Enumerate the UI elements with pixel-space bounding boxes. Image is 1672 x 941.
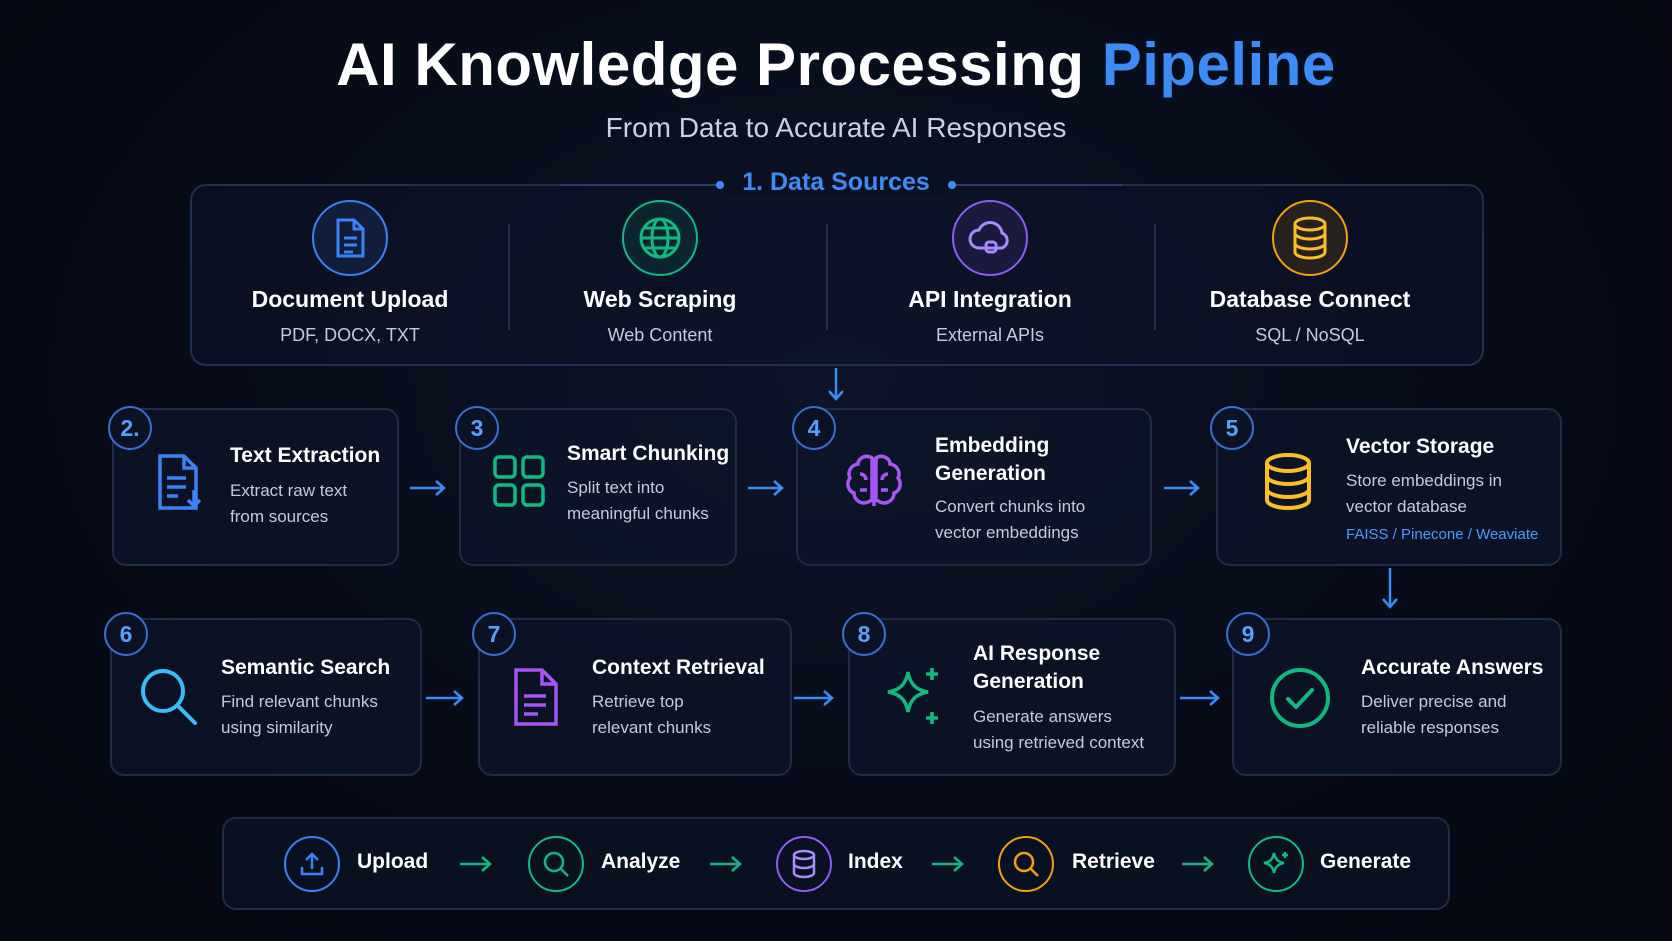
label-dot-left xyxy=(716,181,724,189)
step-number: 6 xyxy=(104,612,148,656)
source-desc: External APIs xyxy=(935,325,1045,345)
step-title: Text Extraction xyxy=(230,444,381,467)
arrow-right-icon xyxy=(1182,856,1214,872)
source-name: Document Upload xyxy=(251,286,449,312)
step-title: Accurate Answers xyxy=(1361,656,1544,679)
flow-label-analyze: Analyze xyxy=(601,850,681,873)
source-name: Database Connect xyxy=(1209,286,1411,312)
step-card-semantic-search[interactable] xyxy=(110,618,422,776)
step-title: Semantic Search xyxy=(221,656,391,679)
brain-icon xyxy=(846,454,902,506)
title-main: AI Knowledge Processing xyxy=(336,31,1085,98)
flow-label-upload: Upload xyxy=(357,850,429,873)
globe-icon xyxy=(622,200,698,276)
arrow-down-icon xyxy=(828,368,844,401)
label-line-right xyxy=(952,184,1122,186)
arrow-right-icon xyxy=(748,480,784,496)
data-sources-panel xyxy=(190,184,1484,366)
divider xyxy=(1154,224,1156,330)
arrow-right-icon xyxy=(410,480,446,496)
step-card-accurate-answers[interactable] xyxy=(1232,618,1562,776)
grid-icon xyxy=(493,455,545,507)
upload-icon[interactable] xyxy=(284,836,340,892)
file-extract-icon xyxy=(158,454,202,510)
source-name: API Integration xyxy=(908,286,1072,312)
step-card-embedding-generation[interactable] xyxy=(796,408,1152,566)
step-card-vector-storage[interactable] xyxy=(1216,408,1562,566)
arrow-right-icon xyxy=(794,690,834,706)
vector-db-options: FAISS / Pinecone / Weaviate xyxy=(1346,526,1539,543)
document-icon xyxy=(312,200,388,276)
arrow-right-icon xyxy=(710,856,742,872)
divider xyxy=(508,224,510,330)
source-name: Web Scraping xyxy=(583,286,737,312)
step-title: Smart Chunking xyxy=(567,442,730,465)
step-number: 9 xyxy=(1226,612,1270,656)
search-icon xyxy=(141,669,197,725)
arrow-right-icon xyxy=(1180,690,1220,706)
arrow-right-icon xyxy=(1164,480,1200,496)
check-circle-icon xyxy=(1270,668,1330,728)
page-title: AI Knowledge Processing Pipeline xyxy=(0,30,1672,99)
arrow-right-icon xyxy=(426,690,464,706)
source-document-upload[interactable]: Document Upload PDF, DOCX, TXT xyxy=(200,200,500,346)
flow-label-retrieve: Retrieve xyxy=(1072,850,1155,873)
label-dot-right xyxy=(948,181,956,189)
step-number: 8 xyxy=(842,612,886,656)
document-icon xyxy=(514,668,558,726)
search-icon[interactable] xyxy=(528,836,584,892)
page-subtitle: From Data to Accurate AI Responses xyxy=(605,112,1067,143)
arrow-down-icon xyxy=(1382,568,1398,609)
source-database-connect[interactable]: Database Connect SQL / NoSQL xyxy=(1160,200,1460,346)
cloud-icon xyxy=(952,200,1028,276)
source-desc: PDF, DOCX, TXT xyxy=(280,325,420,345)
step-number: 2. xyxy=(108,406,152,450)
search-icon[interactable] xyxy=(998,836,1054,892)
step-title: Context Retrieval xyxy=(592,656,765,679)
step-number: 4 xyxy=(792,406,836,450)
flow-label-generate: Generate xyxy=(1320,850,1412,873)
step-title: Vector Storage xyxy=(1346,435,1495,458)
step-number: 7 xyxy=(472,612,516,656)
divider xyxy=(826,224,828,330)
data-sources-label: 1. Data Sources xyxy=(0,168,1672,197)
database-icon[interactable] xyxy=(776,836,832,892)
sparkle-icon[interactable] xyxy=(1248,836,1304,892)
source-desc: Web Content xyxy=(607,325,713,345)
sparkle-icon xyxy=(887,668,938,724)
arrow-right-icon xyxy=(460,856,492,872)
source-desc: SQL / NoSQL xyxy=(1255,325,1365,345)
process-flow-bar xyxy=(222,817,1450,910)
step-number: 3 xyxy=(455,406,499,450)
step-number: 5 xyxy=(1210,406,1254,450)
source-api-integration[interactable]: API Integration External APIs xyxy=(840,200,1140,346)
title-accent: Pipeline xyxy=(1101,31,1336,98)
step-card-smart-chunking[interactable] xyxy=(459,408,737,566)
arrow-right-icon xyxy=(932,856,964,872)
database-icon xyxy=(1272,200,1348,276)
flow-label-index: Index xyxy=(848,850,903,873)
source-web-scraping[interactable]: Web Scraping Web Content xyxy=(510,200,810,346)
database-icon xyxy=(1265,453,1311,511)
label-line-left xyxy=(560,184,720,186)
